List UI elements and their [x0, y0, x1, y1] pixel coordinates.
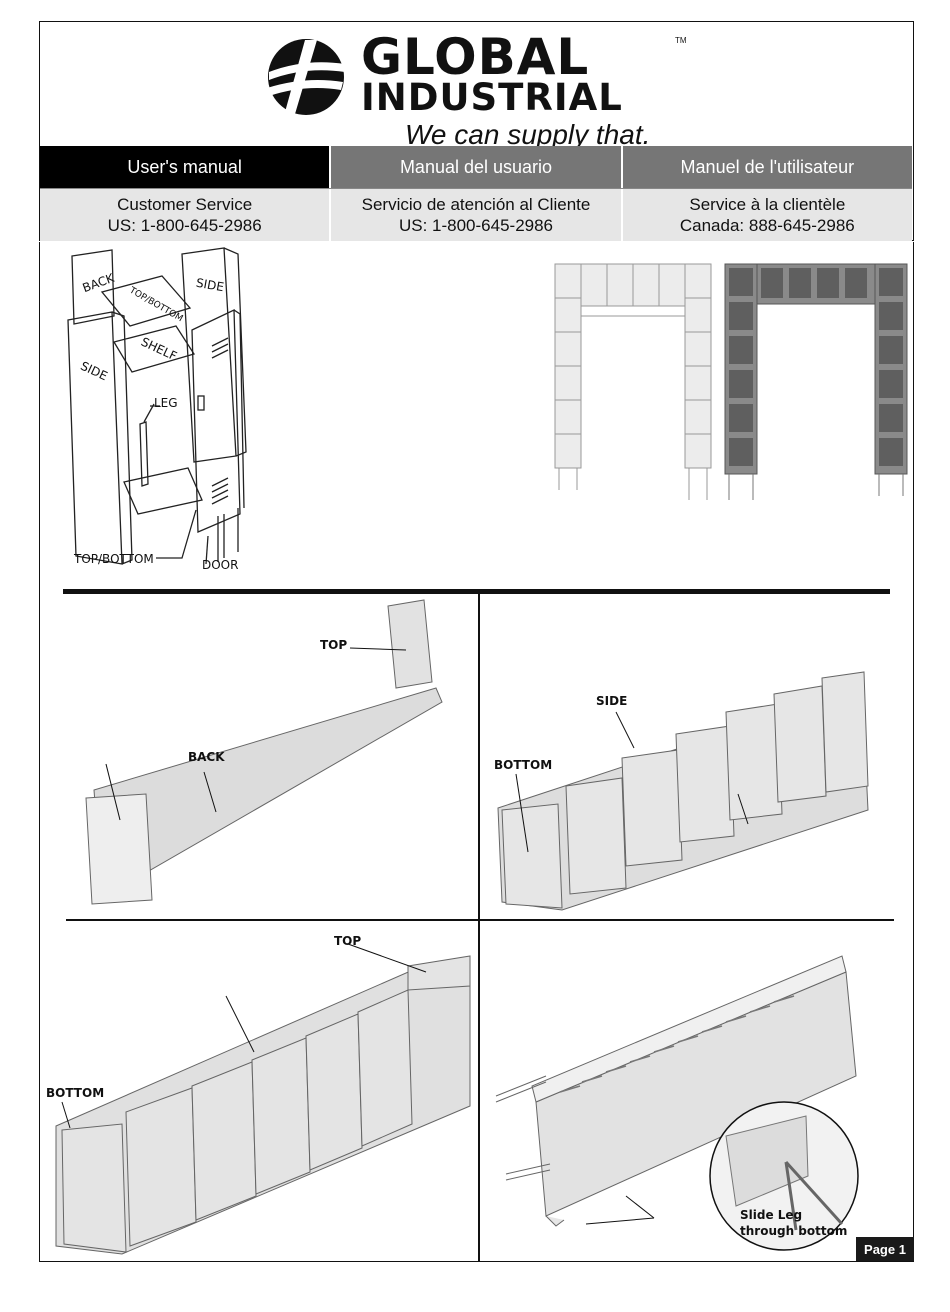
- language-bar: User's manual Manual del usuario Manuel …: [40, 146, 912, 188]
- grid-divider-vertical: [478, 594, 480, 1262]
- service-title: Servicio de atención al Cliente: [361, 195, 591, 214]
- service-en: Customer Service US: 1-800-645-2986: [40, 189, 332, 241]
- step2-diagram: SIDE BOTTOM: [482, 598, 892, 916]
- service-phone: Canada: 888-645-2986: [679, 216, 855, 235]
- label-top-bottom-lower: TOP/BOTTOM: [74, 552, 154, 566]
- exploded-locker-drawing: [67, 247, 247, 565]
- tab-manual-del-usuario[interactable]: Manual del usuario: [331, 146, 623, 188]
- step2-bottom-sides-drawing: [497, 671, 869, 911]
- callout-line1: Slide Leg: [740, 1208, 803, 1222]
- service-es: Servicio de atención al Cliente US: 1-80…: [331, 189, 623, 241]
- globe-logo-icon: [267, 39, 345, 115]
- customer-service-bar: Customer Service US: 1-800-645-2986 Serv…: [40, 188, 912, 241]
- label-bottom: BOTTOM: [46, 1086, 105, 1100]
- service-title: Service à la clientèle: [689, 195, 846, 214]
- locker-units-image: [554, 263, 908, 500]
- label-top: TOP: [334, 934, 362, 948]
- step3-diagram: TOP BOTTOM: [42, 926, 476, 1256]
- trademark-mark: TM: [675, 36, 687, 45]
- instructions-frame: [39, 242, 914, 1262]
- service-title: Customer Service: [117, 195, 253, 214]
- service-phone: US: 1-800-645-2986: [398, 216, 554, 235]
- label-leg: LEG: [154, 396, 178, 410]
- step4-legs-drawing: [495, 955, 859, 1251]
- grid-divider-horizontal: [66, 919, 894, 921]
- label-bottom: BOTTOM: [494, 758, 553, 772]
- header: GLOBAL INDUSTRIAL TM We can supply that.…: [39, 21, 914, 241]
- label-door: DOOR: [202, 558, 239, 572]
- label-top: TOP: [320, 638, 348, 652]
- page-number-badge: Page 1: [856, 1237, 914, 1261]
- brand-tagline: We can supply that.: [405, 119, 651, 150]
- brand-name-line1: GLOBAL: [361, 28, 590, 86]
- brand-name-line2: INDUSTRIAL: [361, 76, 623, 119]
- callout-line2: through bottom: [740, 1224, 848, 1238]
- service-phone: US: 1-800-645-2986: [107, 216, 262, 235]
- company-logo: GLOBAL INDUSTRIAL TM We can supply that.: [265, 30, 725, 150]
- step3-top-drawing: [55, 943, 471, 1255]
- step1-diagram: TOP BACK: [66, 598, 474, 916]
- tab-users-manual[interactable]: User's manual: [40, 146, 332, 188]
- label-side: SIDE: [596, 694, 628, 708]
- exploded-locker-diagram: BACK SIDE TOP/BOTTOM SHELF SIDE LEG TOP/…: [62, 246, 382, 576]
- tab-manuel-utilisateur[interactable]: Manuel de l'utilisateur: [622, 146, 912, 188]
- section-divider: [63, 589, 890, 594]
- step1-back-top-drawing: [85, 599, 443, 905]
- service-fr: Service à la clientèle Canada: 888-645-2…: [622, 189, 912, 241]
- label-back: BACK: [188, 750, 225, 764]
- step4-diagram: Slide Leg through bottom: [486, 926, 914, 1256]
- locker-product-photo: [553, 260, 913, 510]
